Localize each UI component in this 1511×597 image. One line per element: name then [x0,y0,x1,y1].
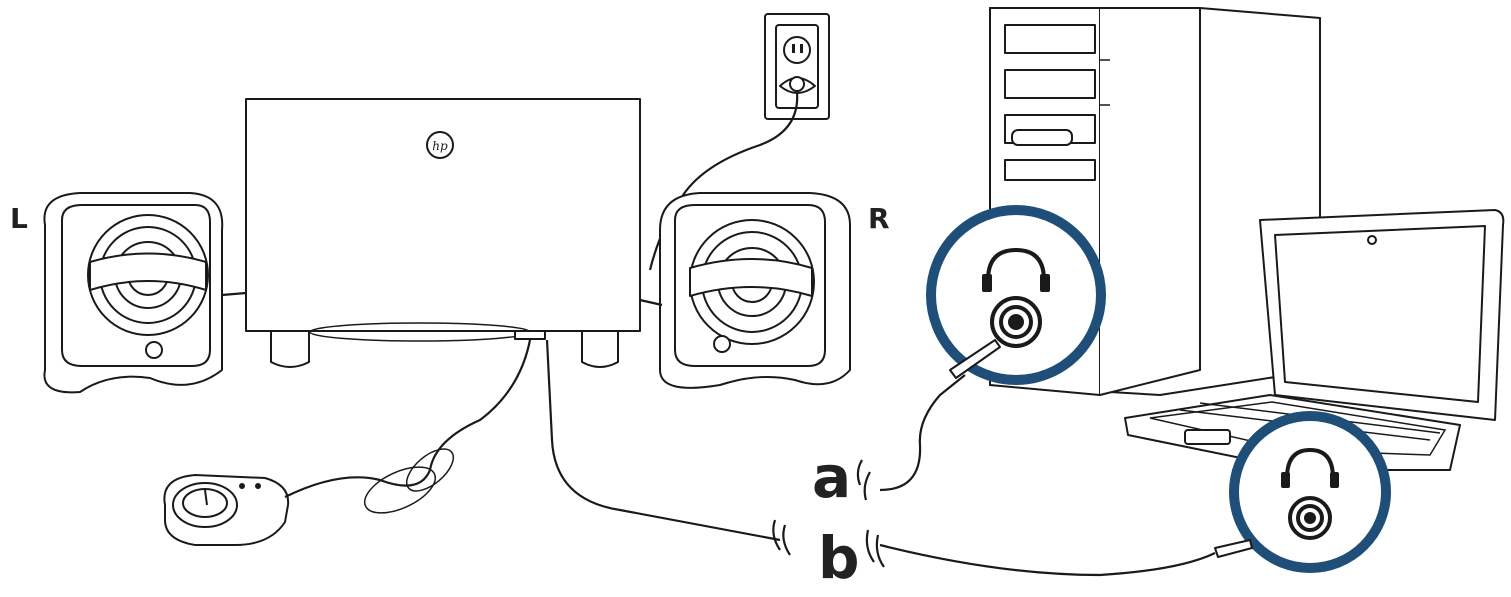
laptop-headphone-jack-callout [1229,411,1391,573]
left-speaker [43,192,247,394]
cable-b-label: b [818,524,860,592]
volume-control-pod [163,339,532,546]
left-speaker-label: L [10,202,28,235]
wall-outlet [648,13,830,271]
desktop-headphone-jack-callout [926,205,1106,385]
audio-cable-a [856,339,1001,501]
headphones-icon [982,247,1050,292]
cable-a-label: a [812,443,851,511]
audio-cable-b [545,339,1253,577]
audio-jack-icon [1288,496,1332,540]
svg-text:hp: hp [432,139,448,153]
headphones-icon [1281,447,1339,488]
hp-logo: hp [426,131,454,159]
right-speaker-label: R [868,202,890,235]
subwoofer: hp [245,98,641,368]
audio-jack-icon [990,296,1042,348]
right-speaker [639,192,851,389]
